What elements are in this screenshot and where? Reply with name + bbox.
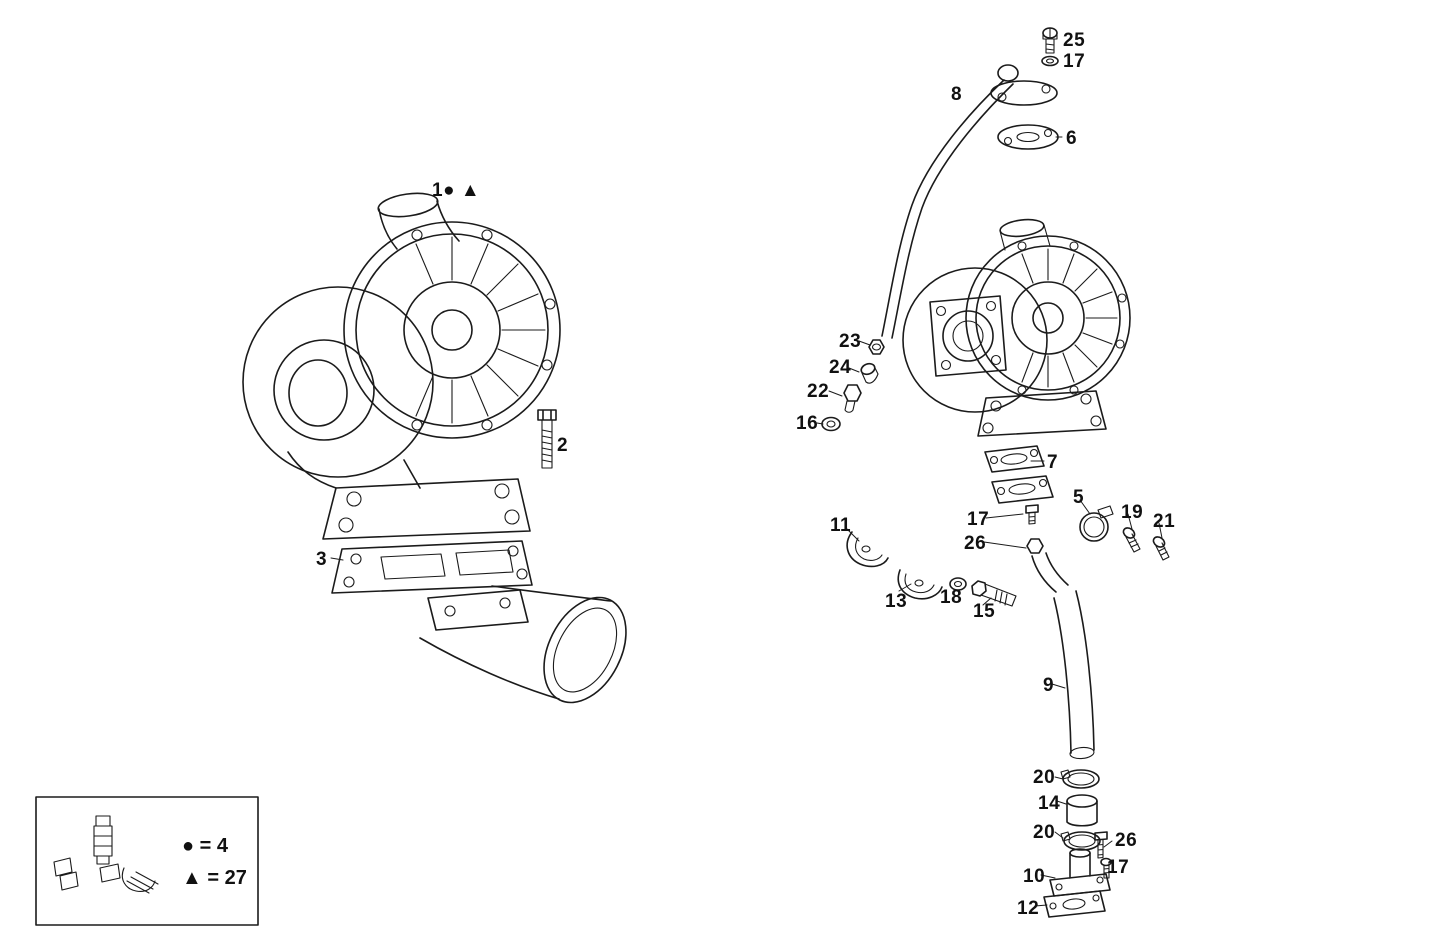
legend-box — [35, 796, 259, 926]
callout-25: 25 — [1063, 30, 1086, 51]
callout-16: 16 — [796, 413, 819, 434]
callout-23: 23 — [839, 331, 862, 352]
oil-feed-pipe-icon — [881, 64, 1019, 339]
callout-5: 5 — [1073, 487, 1085, 508]
callout-21: 21 — [1153, 511, 1176, 532]
compressor-housing-icon — [343, 221, 561, 439]
legend-border — [35, 796, 259, 926]
right-turbocharger-illustration — [902, 218, 1131, 437]
gasket-icon-12 — [1043, 890, 1106, 918]
mounting-flange-icon-right — [977, 390, 1107, 437]
washer-icon-16 — [821, 416, 841, 432]
hose-clamp-icon-5 — [1079, 505, 1114, 542]
oil-feed-assembly — [821, 27, 1059, 432]
clamp-bracket-icon-11 — [846, 531, 889, 568]
bolt-icon-15 — [971, 580, 1017, 607]
bolt-icon-17-mid — [1025, 504, 1039, 525]
callout-13: 13 — [885, 591, 908, 612]
gasket-icon-7b — [991, 475, 1054, 504]
callout-12: 12 — [1017, 898, 1040, 919]
gasket-icon-7a — [984, 445, 1045, 473]
exhaust-pipe-icon — [419, 585, 627, 704]
callout-6: 6 — [1066, 128, 1078, 149]
elbow-union-icon-22 — [843, 384, 862, 413]
drain-elbow-icon — [1031, 552, 1069, 593]
gasket-icon-6 — [997, 124, 1059, 150]
compressor-fins-icon-right — [1021, 248, 1118, 388]
callout-19: 19 — [1121, 502, 1144, 523]
rim-bolt-icons — [411, 229, 556, 431]
callout-8: 8 — [951, 84, 963, 105]
callout-7: 7 — [1047, 452, 1059, 473]
callout-11: 11 — [830, 515, 852, 536]
hose-clamp-icon-20-lower — [1060, 831, 1101, 851]
screw-icon-19 — [1122, 527, 1141, 553]
legend-fitting-icon — [93, 815, 113, 865]
washer-icon-17-top — [1041, 55, 1059, 67]
callout-15: 15 — [973, 601, 996, 622]
screw-icon-21 — [1152, 536, 1170, 561]
left-turbocharger-illustration — [242, 192, 627, 704]
legend-triangle-entry: ▲ = 27 — [182, 867, 247, 889]
banjo-flange-icon — [990, 80, 1058, 106]
mounting-flange-icon — [322, 478, 531, 540]
turbine-volute-icon-right — [902, 267, 1048, 413]
legend-circle-entry: ● = 4 — [182, 835, 228, 857]
screw-icon-17-bottom — [1100, 857, 1112, 879]
callout-3: 3 — [316, 549, 328, 570]
callout-18: 18 — [940, 587, 963, 608]
compressor-housing-icon-right — [965, 235, 1131, 401]
bolt-icon-26-lower — [1094, 831, 1108, 859]
washer-icon-18 — [949, 577, 967, 591]
air-inlet-stub-icon — [377, 192, 460, 250]
clamp-bracket-icon-13 — [897, 569, 943, 600]
oil-drain-assembly — [846, 445, 1170, 918]
callout-17-mid: 17 — [967, 509, 990, 530]
drain-hose-icon-9 — [1053, 590, 1095, 760]
callout-20-lower: 20 — [1033, 822, 1056, 843]
compressor-fins-icon — [415, 236, 546, 424]
union-nut-icon-23 — [868, 339, 885, 355]
nut-icon-26-upper — [1026, 538, 1044, 554]
air-inlet-stub-icon-right — [999, 218, 1051, 251]
callout-24: 24 — [829, 357, 852, 378]
fitting-icon-24 — [860, 362, 879, 384]
callout-26-lower: 26 — [1115, 830, 1138, 851]
turbine-volute-icon — [242, 286, 434, 489]
callout-20-upper: 20 — [1033, 767, 1056, 788]
callout-22: 22 — [807, 381, 830, 402]
callout-17-bottom: 17 — [1107, 857, 1130, 878]
legend-clamp-icon — [121, 867, 156, 892]
callout-17-top: 17 — [1063, 51, 1086, 72]
sleeve-icon-14 — [1066, 794, 1098, 827]
legend-part-icons — [53, 815, 159, 894]
callout-2: 2 — [557, 435, 569, 456]
callout-10: 10 — [1023, 866, 1046, 887]
flange-gasket-icon — [331, 540, 533, 594]
drain-fitting-icon-10 — [1049, 848, 1111, 897]
callout-1: 1● ▲ — [432, 180, 481, 201]
legend-clamp-pair-icon — [53, 857, 79, 891]
callout-9: 9 — [1043, 675, 1055, 696]
flange-bolt-icon — [537, 409, 557, 469]
legend-plate-icon — [99, 863, 121, 883]
leader-lines — [330, 136, 1163, 907]
callout-14: 14 — [1038, 793, 1061, 814]
hose-clamp-icon-20-upper — [1060, 769, 1100, 789]
callout-26-upper: 26 — [964, 533, 987, 554]
banjo-bolt-icon — [1042, 27, 1058, 54]
legend-hatch-lines — [126, 871, 159, 894]
